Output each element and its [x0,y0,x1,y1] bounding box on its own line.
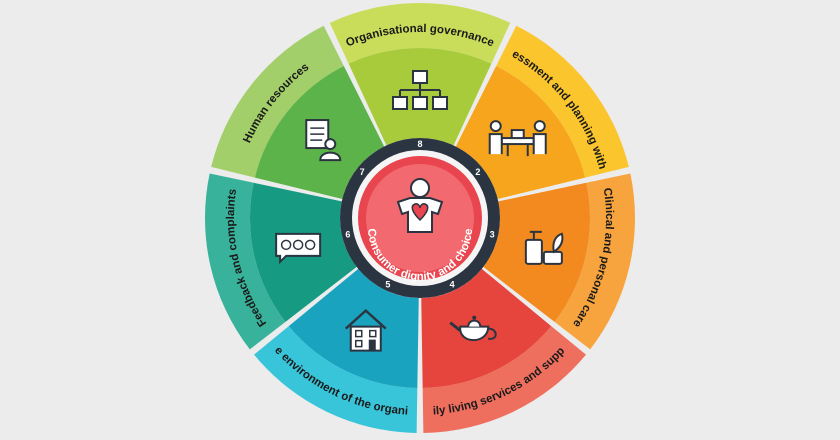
segment-3: Clinical and personal care [483,173,635,350]
segment-outer-band [329,2,511,64]
segment-outer-band [211,25,344,178]
segment-outer-band [422,326,586,433]
segment-number: 7 [360,167,365,177]
segment-number: 4 [450,280,455,290]
center-hub: Consumer dignity and choice [358,156,482,283]
feedback-faces-icon [275,232,322,265]
segment-7: Human resources [211,25,385,199]
segment-6: Feedback and complaints [205,173,357,350]
segment-number: 6 [345,229,350,239]
segment-number: 5 [385,280,390,290]
segment-outer-band [554,173,635,350]
resume-icon [305,119,342,162]
meeting-table-icon [488,120,547,157]
segment-outer-band [205,173,286,350]
teapot-icon [449,315,497,341]
pump-bottle-icon [524,230,564,265]
org-chart-icon [392,70,448,110]
house-icon [344,308,387,352]
segment-number: 8 [417,139,422,149]
segment-number: 2 [475,167,480,177]
segment-8: Organisational governance [329,2,511,146]
segment-number: 3 [490,229,495,239]
segment-outer-band [254,326,418,433]
person-heart-icon [396,178,444,233]
segment-outer-band [496,25,629,178]
